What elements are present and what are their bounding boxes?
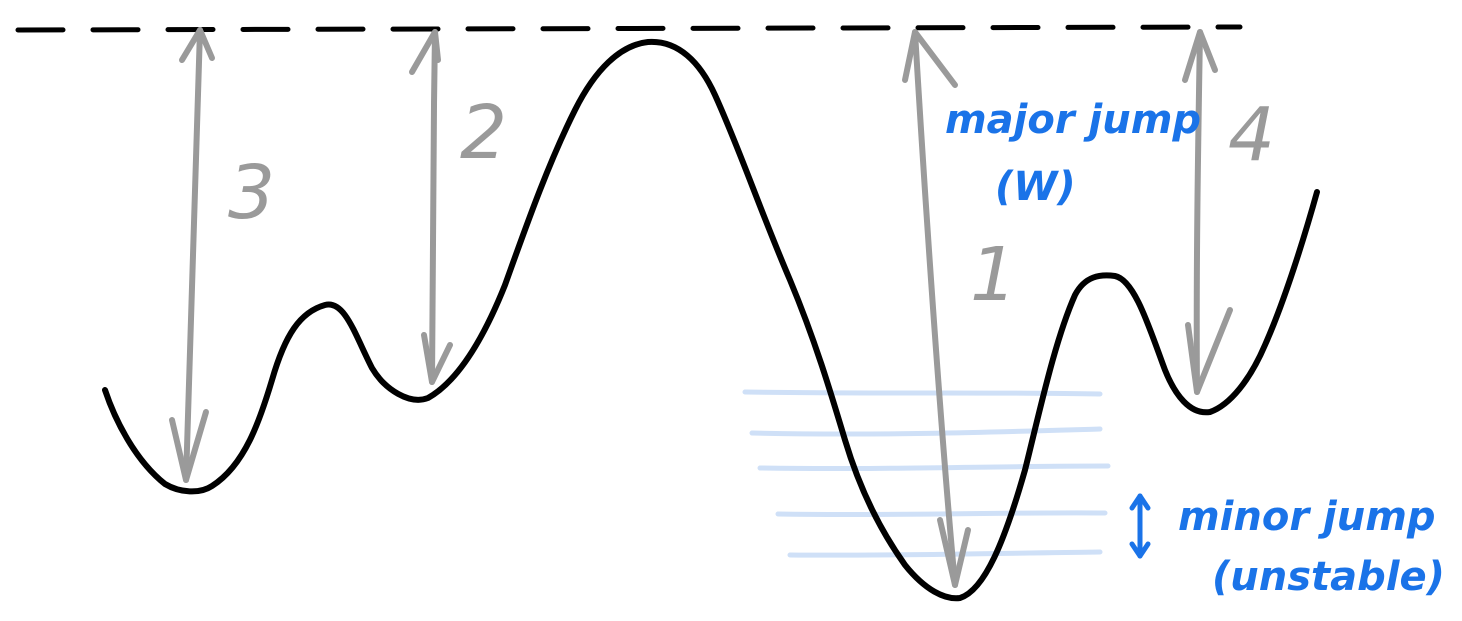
arrow-4-head-bottom [1185, 307, 1233, 395]
arrow-3-head-bottom [169, 409, 209, 483]
arrow-3-head-top [179, 27, 215, 63]
major-jump-label: major jump [945, 97, 1201, 143]
transition-arrows [169, 27, 1233, 588]
label-well-1: 1 [970, 232, 1017, 318]
minor-jump-label: minor jump [1178, 494, 1436, 540]
arrow-3-shaft [183, 27, 203, 483]
minor-jump-double-arrow-icon [1129, 493, 1151, 559]
energy-curve [102, 38, 1320, 602]
label-well-4: 4 [1228, 92, 1275, 178]
label-well-2: 2 [460, 90, 507, 176]
energy-level-line [749, 426, 1103, 437]
arrow-4-head-top [1182, 29, 1218, 83]
arrow-2-head-top [409, 29, 441, 75]
energy-levels [742, 389, 1111, 558]
reference-dashed-line [15, 24, 1243, 33]
arrow-1-head-top [902, 29, 958, 88]
minor-jump-sublabel: (unstable) [1212, 554, 1445, 600]
energy-level-line [742, 389, 1103, 397]
arrow-2-head-bottom [421, 332, 453, 385]
major-jump-sublabel: (W) [995, 164, 1076, 210]
arrow-4-shaft [1193, 29, 1203, 395]
label-well-3: 3 [228, 150, 275, 236]
energy-level-line [757, 463, 1111, 472]
arrow-1-shaft [912, 29, 958, 588]
arrow-2-shaft [429, 29, 438, 385]
arrow-1-head-bottom [937, 517, 971, 588]
energy-level-line [775, 510, 1108, 518]
